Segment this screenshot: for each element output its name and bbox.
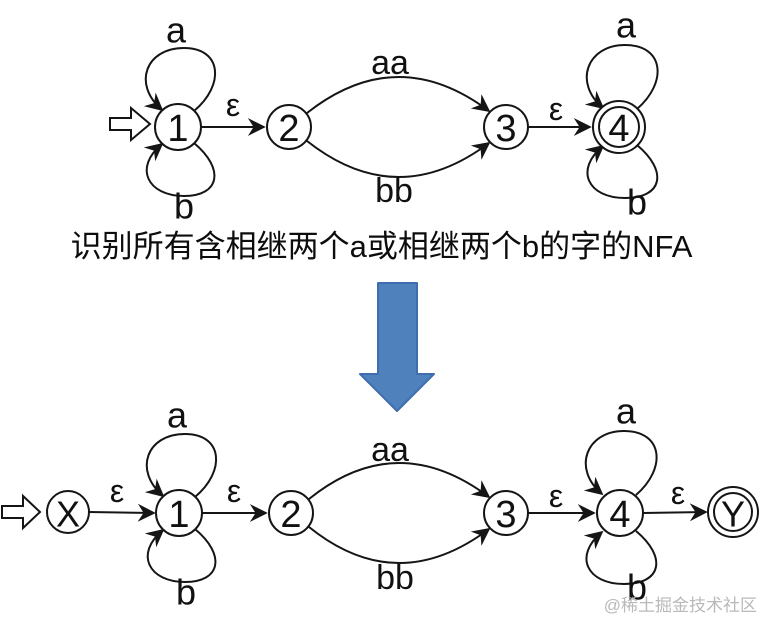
bottom-loop-a-1-label: a: [167, 395, 188, 436]
top-edge-2-3-upper: [306, 76, 491, 114]
bottom-state-4: [596, 489, 644, 537]
top-state-3-label: 3: [495, 108, 516, 150]
bottom-self-loop-b-state-1: [144, 528, 217, 584]
bottom-start-arrow-icon: [1, 493, 42, 531]
bottom-bb-label: bb: [376, 559, 414, 597]
top-epsilon-1-2-label: ε: [226, 87, 240, 123]
top-self-loop-a-state-1: [143, 46, 217, 112]
bottom-nfa-diagram: X 1 2 3 4 Y ε a b ε aa bb ε a b ε: [1, 391, 759, 613]
bottom-epsilon-3-4-label: ε: [549, 478, 563, 514]
bottom-aa-label: aa: [371, 431, 409, 469]
bottom-state-y-inner: [713, 492, 753, 532]
top-aa-label: aa: [371, 44, 409, 82]
top-start-arrow-icon: [109, 105, 152, 143]
bottom-state-3-label: 3: [495, 494, 516, 536]
top-edge-2-3-lower: [306, 140, 491, 178]
top-nfa-diagram: 1 2 3 4 a b ε aa bb ε a b: [109, 5, 659, 227]
top-state-2: [266, 104, 312, 150]
top-loop-a-1-label: a: [166, 10, 187, 51]
bottom-state-2-label: 2: [280, 494, 301, 536]
top-self-loop-b-state-1: [143, 142, 216, 198]
top-state-1: [154, 103, 202, 151]
bottom-state-1: [155, 489, 203, 537]
bottom-state-2: [268, 490, 314, 536]
bottom-state-3: [483, 490, 529, 536]
bottom-loop-a-4-label: a: [616, 391, 637, 432]
bottom-epsilon-x-1-label: ε: [110, 473, 124, 509]
top-self-loop-a-state-4: [584, 43, 659, 110]
bottom-epsilon-1-2-label: ε: [227, 473, 241, 509]
bottom-state-y-label: Y: [721, 494, 745, 535]
bottom-edge-2-3-lower: [308, 526, 491, 564]
top-loop-a-4-label: a: [616, 5, 637, 46]
bottom-edge-4-y: [642, 503, 708, 522]
top-self-loop-b-state-4: [584, 144, 659, 200]
top-state-4-inner: [598, 106, 640, 148]
bottom-self-loop-a-state-1: [144, 432, 218, 498]
bottom-loop-b-1-label: b: [176, 572, 196, 613]
watermark: @稀土掘金技术社区: [603, 596, 757, 615]
bottom-self-loop-a-state-4: [583, 429, 658, 496]
bottom-edge-2-3-upper: [308, 462, 491, 500]
top-loop-b-4-label: b: [627, 182, 647, 223]
bottom-state-x: [46, 490, 90, 534]
bottom-edge-x-1: [88, 503, 156, 522]
transform-down-arrow-icon: [359, 282, 435, 412]
bottom-state-4-label: 4: [609, 494, 630, 536]
bottom-self-loop-b-state-4: [583, 530, 658, 586]
top-loop-b-1-label: b: [174, 186, 194, 227]
top-epsilon-3-4-label: ε: [549, 91, 563, 127]
top-state-3: [483, 104, 529, 150]
bottom-state-1-label: 1: [168, 494, 189, 536]
top-state-2-label: 2: [278, 108, 299, 150]
bottom-state-x-label: X: [56, 494, 80, 535]
bottom-loop-b-4-label: b: [627, 567, 647, 608]
figure-caption: 识别所有含相继两个a或相继两个b的字的NFA: [70, 229, 693, 264]
top-state-1-label: 1: [167, 108, 188, 150]
top-bb-label: bb: [375, 172, 413, 210]
bottom-epsilon-4-y-label: ε: [671, 475, 685, 511]
top-state-4-label: 4: [608, 108, 629, 150]
